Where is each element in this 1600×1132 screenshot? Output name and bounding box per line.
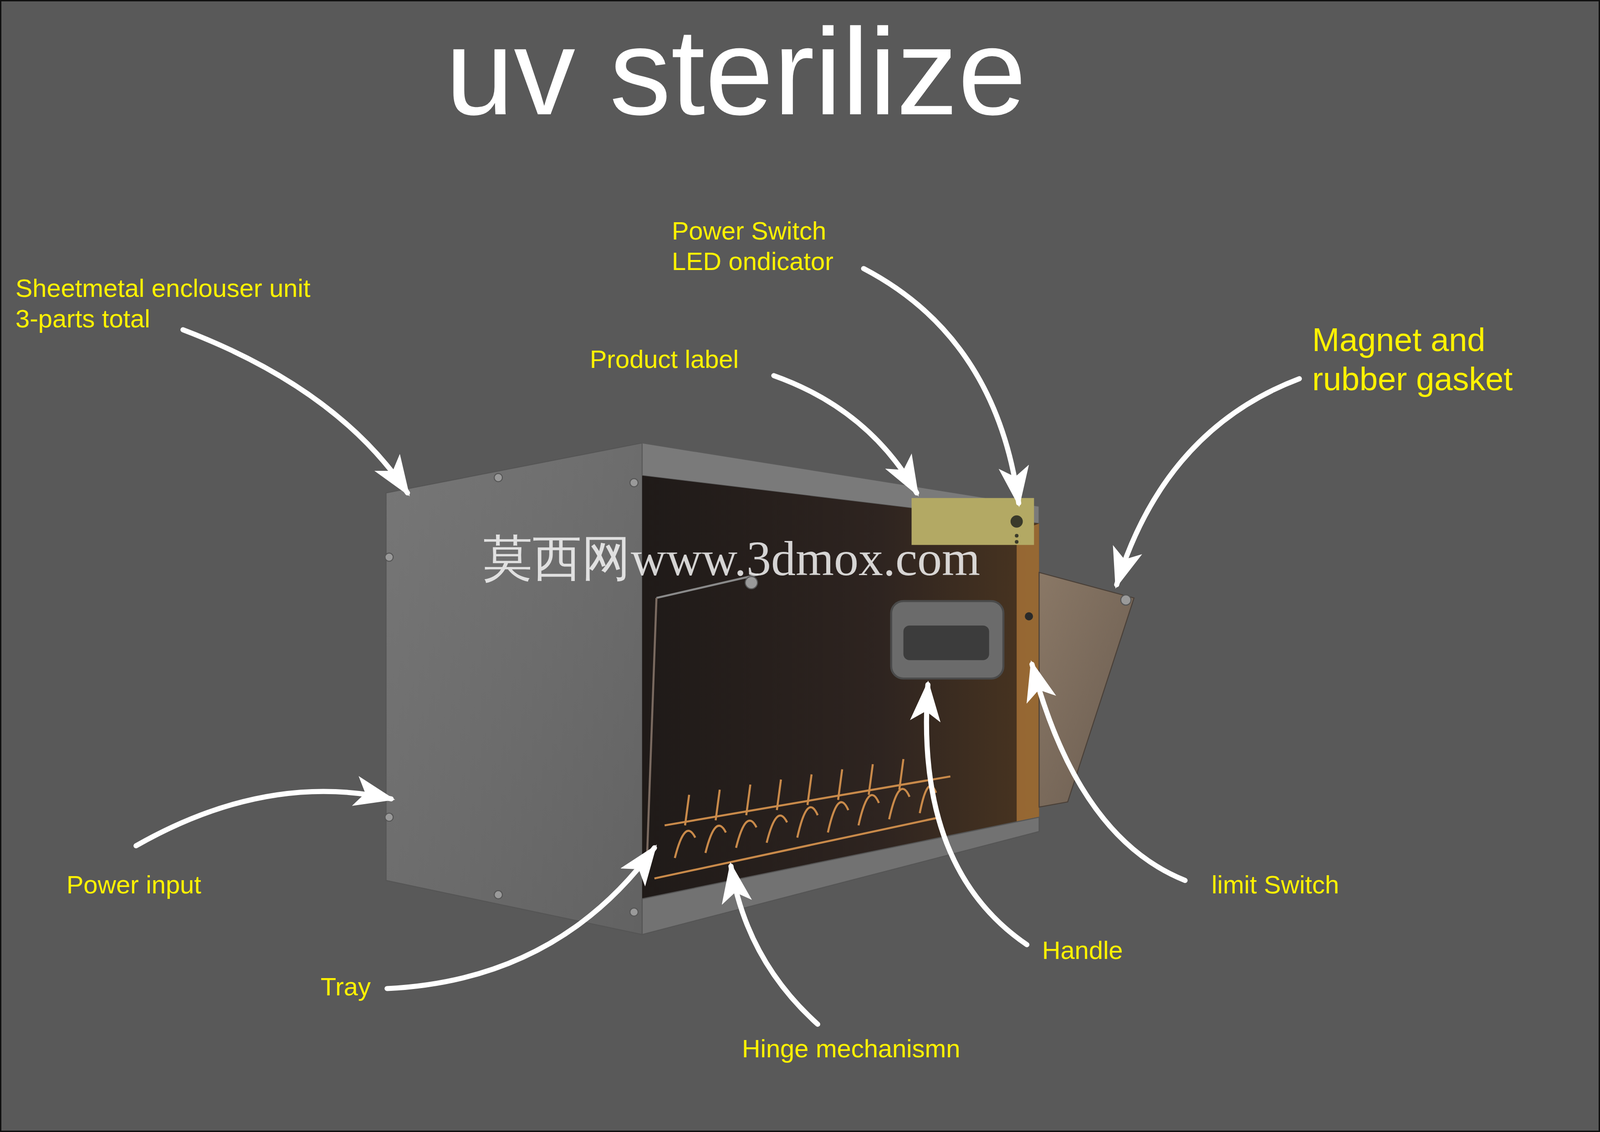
handle-grip [903, 625, 990, 661]
screw [384, 813, 394, 822]
part-label: Magnet and rubber gasket [1312, 320, 1527, 399]
glass-edge [646, 598, 657, 879]
tray-rail [654, 817, 941, 879]
callout-arrow [730, 866, 818, 1025]
sterilizer-body [384, 443, 1134, 936]
tray-wires [674, 786, 937, 859]
part-label: Power input [66, 869, 202, 900]
callout-arrows [136, 268, 1300, 1025]
part-label: Handle [1042, 935, 1123, 966]
callout-arrow [136, 791, 392, 846]
screw [629, 908, 639, 917]
handle [891, 601, 1004, 679]
callout-arrow [387, 848, 655, 989]
part-label: Sheetmetal enclouser unit 3-parts total [15, 272, 335, 334]
title: uv sterilize [445, 10, 1027, 134]
part-label: Product label [589, 343, 739, 375]
screw [494, 890, 503, 900]
screw [1120, 594, 1131, 605]
callout-arrow [183, 329, 408, 493]
callout-arrow [1116, 378, 1300, 585]
callout-arrow [773, 375, 917, 494]
part-label: Hinge mechanismn [741, 1033, 961, 1064]
callout-arrow [926, 684, 1027, 946]
watermark: 莫西网www.3dmox.com [483, 531, 981, 587]
side-panel [386, 443, 643, 936]
screws [384, 473, 1131, 917]
screw [384, 553, 394, 562]
power-switch [1010, 515, 1023, 528]
callout-arrow [1032, 664, 1186, 881]
part-label: Tray [320, 971, 371, 1002]
part-label: Power Switch LED ondicator [671, 215, 845, 277]
door [1039, 572, 1135, 808]
led [1014, 540, 1019, 544]
bottom-panel [642, 817, 1040, 936]
callout-arrow [863, 268, 1019, 504]
part-label: limit Switch [1211, 869, 1340, 900]
tray-wires [684, 759, 904, 826]
screw [494, 473, 503, 482]
led [1014, 534, 1019, 538]
limit-switch [1024, 612, 1033, 621]
screw [629, 478, 639, 487]
tray [654, 759, 951, 879]
